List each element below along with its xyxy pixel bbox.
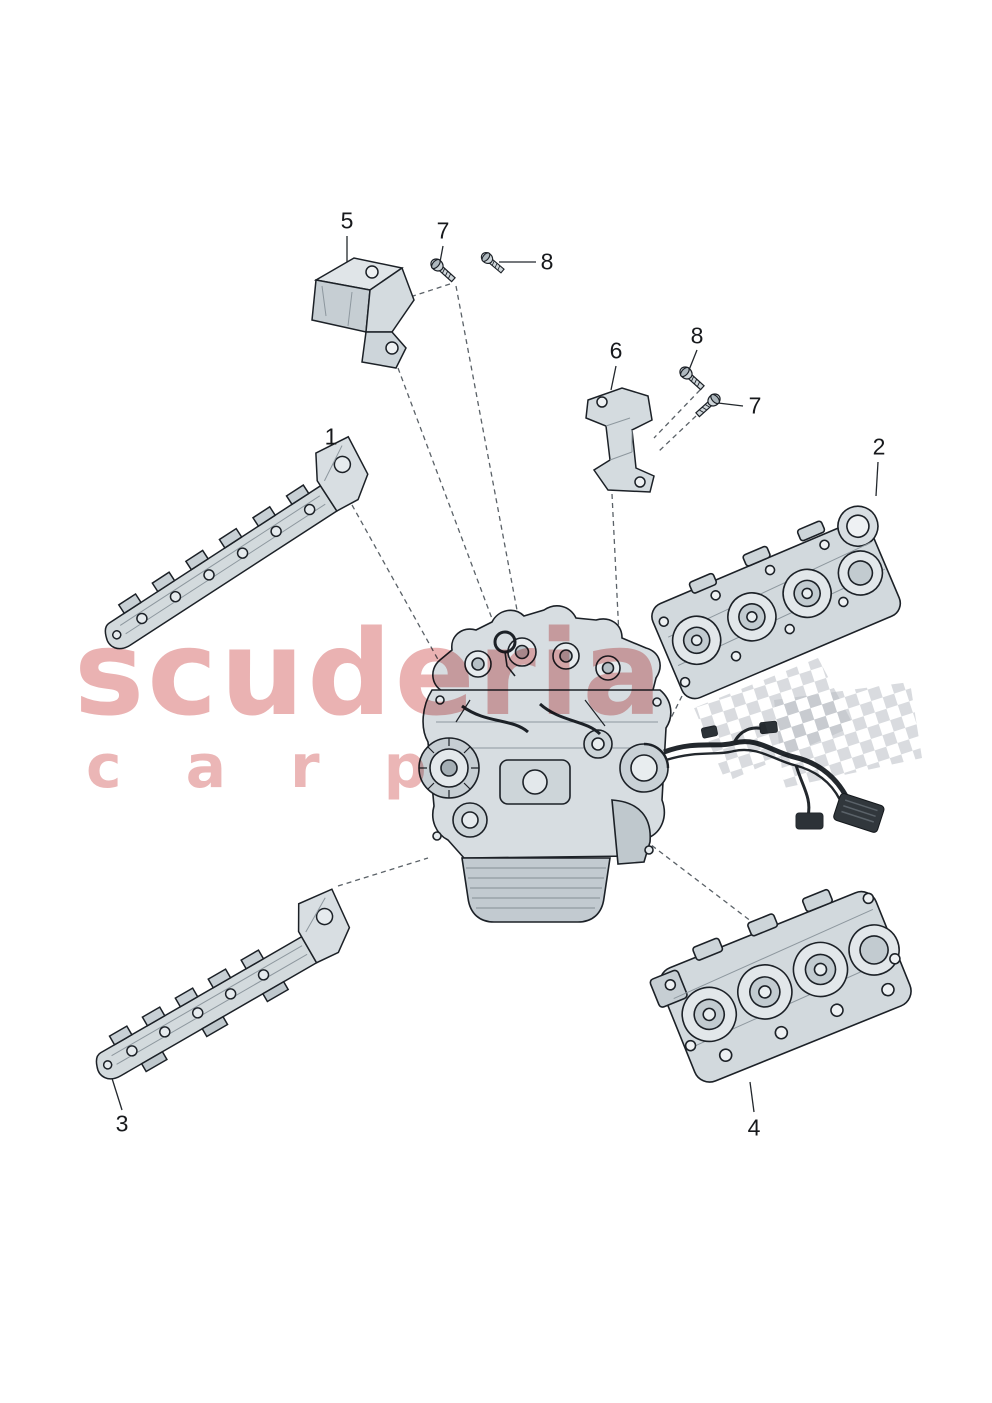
callout-7-mid: 7 bbox=[748, 392, 762, 419]
harness-main-connector-icon bbox=[833, 793, 885, 833]
harness-connector-icon bbox=[795, 812, 824, 830]
callout-3: 3 bbox=[115, 1110, 129, 1137]
engine-assembly bbox=[418, 605, 672, 923]
part-5-bracket bbox=[311, 257, 415, 369]
callout-1: 1 bbox=[324, 423, 338, 450]
callout-7-top: 7 bbox=[436, 217, 450, 244]
callout-5: 5 bbox=[340, 207, 354, 234]
part-3-guide-rail bbox=[95, 888, 351, 1080]
callout-6: 6 bbox=[609, 337, 623, 364]
part-2-cylinder-head-cover bbox=[651, 505, 902, 700]
screw-7-mid-icon bbox=[695, 393, 721, 418]
callout-8-mid: 8 bbox=[690, 322, 704, 349]
part-6-bracket bbox=[585, 387, 655, 493]
screw-8-top-icon bbox=[480, 251, 505, 274]
part-1-guide-rail bbox=[104, 435, 369, 650]
screw-7-top-icon bbox=[430, 258, 456, 283]
leader-lines-dashed bbox=[337, 283, 757, 926]
callout-8-top: 8 bbox=[540, 248, 554, 275]
callout-4: 4 bbox=[747, 1114, 761, 1141]
harness-connector-icon bbox=[700, 725, 718, 739]
wiring-harness bbox=[663, 720, 885, 833]
callout-2: 2 bbox=[872, 433, 886, 460]
harness-connector-icon bbox=[759, 720, 778, 735]
part-4-cylinder-head-cover bbox=[649, 888, 912, 1083]
screw-8-mid-icon bbox=[679, 366, 705, 391]
